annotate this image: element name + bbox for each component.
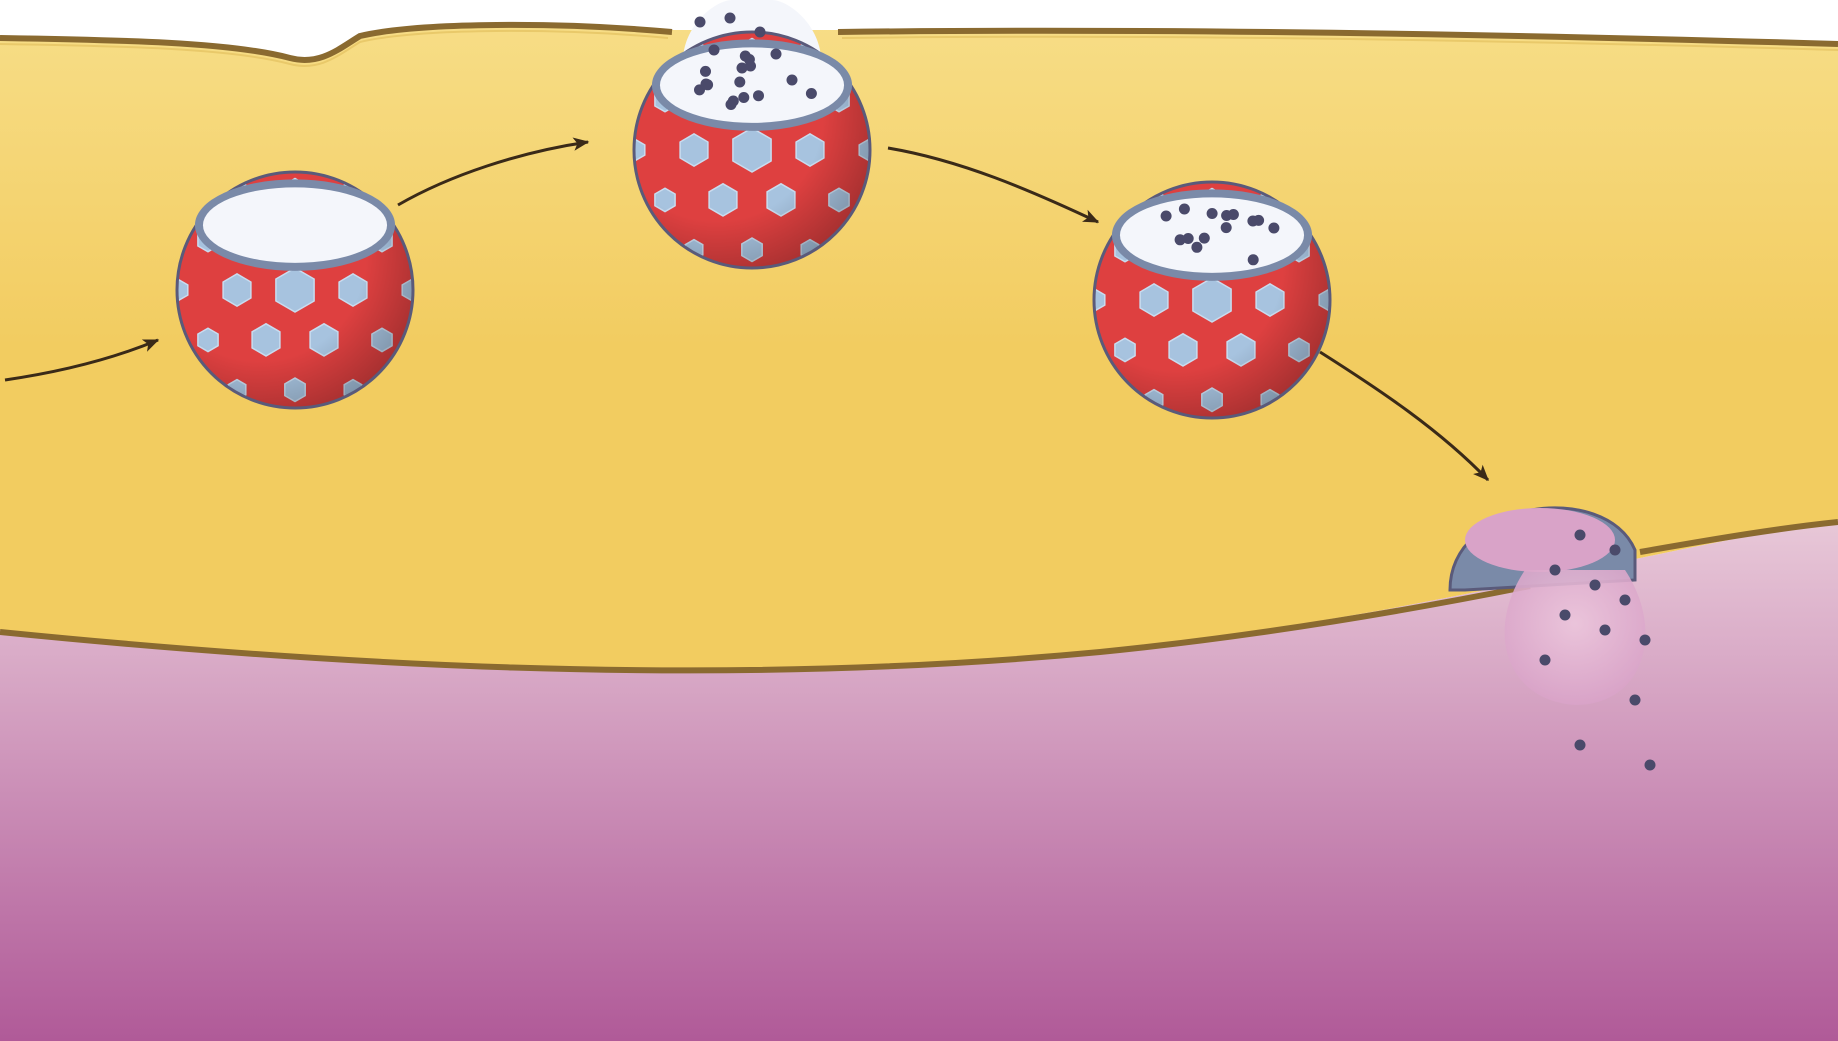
cargo-particle (1640, 635, 1651, 646)
cargo-particle (738, 92, 749, 103)
cargo-particle (1645, 760, 1656, 771)
cargo-particle (1590, 580, 1601, 591)
cargo-particle (1179, 204, 1190, 215)
cargo-particle (728, 96, 739, 107)
cargo-particle (1191, 242, 1202, 253)
cargo-particle (787, 75, 798, 86)
cargo-particle (744, 54, 755, 65)
cargo-particle (737, 63, 748, 74)
cargo-particle (700, 66, 711, 77)
cargo-particle (1630, 695, 1641, 706)
cargo-particle (1610, 545, 1621, 556)
cargo-particle (1248, 254, 1259, 265)
vesicle-opening (203, 187, 387, 263)
cargo-particle (1560, 610, 1571, 621)
cargo-particle (1575, 530, 1586, 541)
cargo-particle (725, 13, 736, 24)
cargo-particle (1540, 655, 1551, 666)
cargo-particle (771, 49, 782, 60)
cargo-particle (734, 77, 745, 88)
cargo-particle (806, 88, 817, 99)
released-contents (1505, 570, 1646, 705)
cargo-particle (1600, 625, 1611, 636)
cargo-particle (1575, 740, 1586, 751)
cargo-particle (1221, 210, 1232, 221)
cargo-particle (755, 27, 766, 38)
cargo-particle (1161, 211, 1172, 222)
cargo-particle (701, 79, 712, 90)
cargo-particle (753, 90, 764, 101)
cargo-particle (1199, 233, 1210, 244)
vesicle-opening (1465, 508, 1615, 572)
cargo-particle (1175, 234, 1186, 245)
cargo-particle (1268, 223, 1279, 234)
cargo-particle (695, 17, 706, 28)
cargo-particle (709, 45, 720, 56)
cargo-particle (1253, 215, 1264, 226)
cargo-particle (1620, 595, 1631, 606)
cargo-particle (1221, 222, 1232, 233)
cargo-particle (1207, 208, 1218, 219)
cargo-particle (1550, 565, 1561, 576)
